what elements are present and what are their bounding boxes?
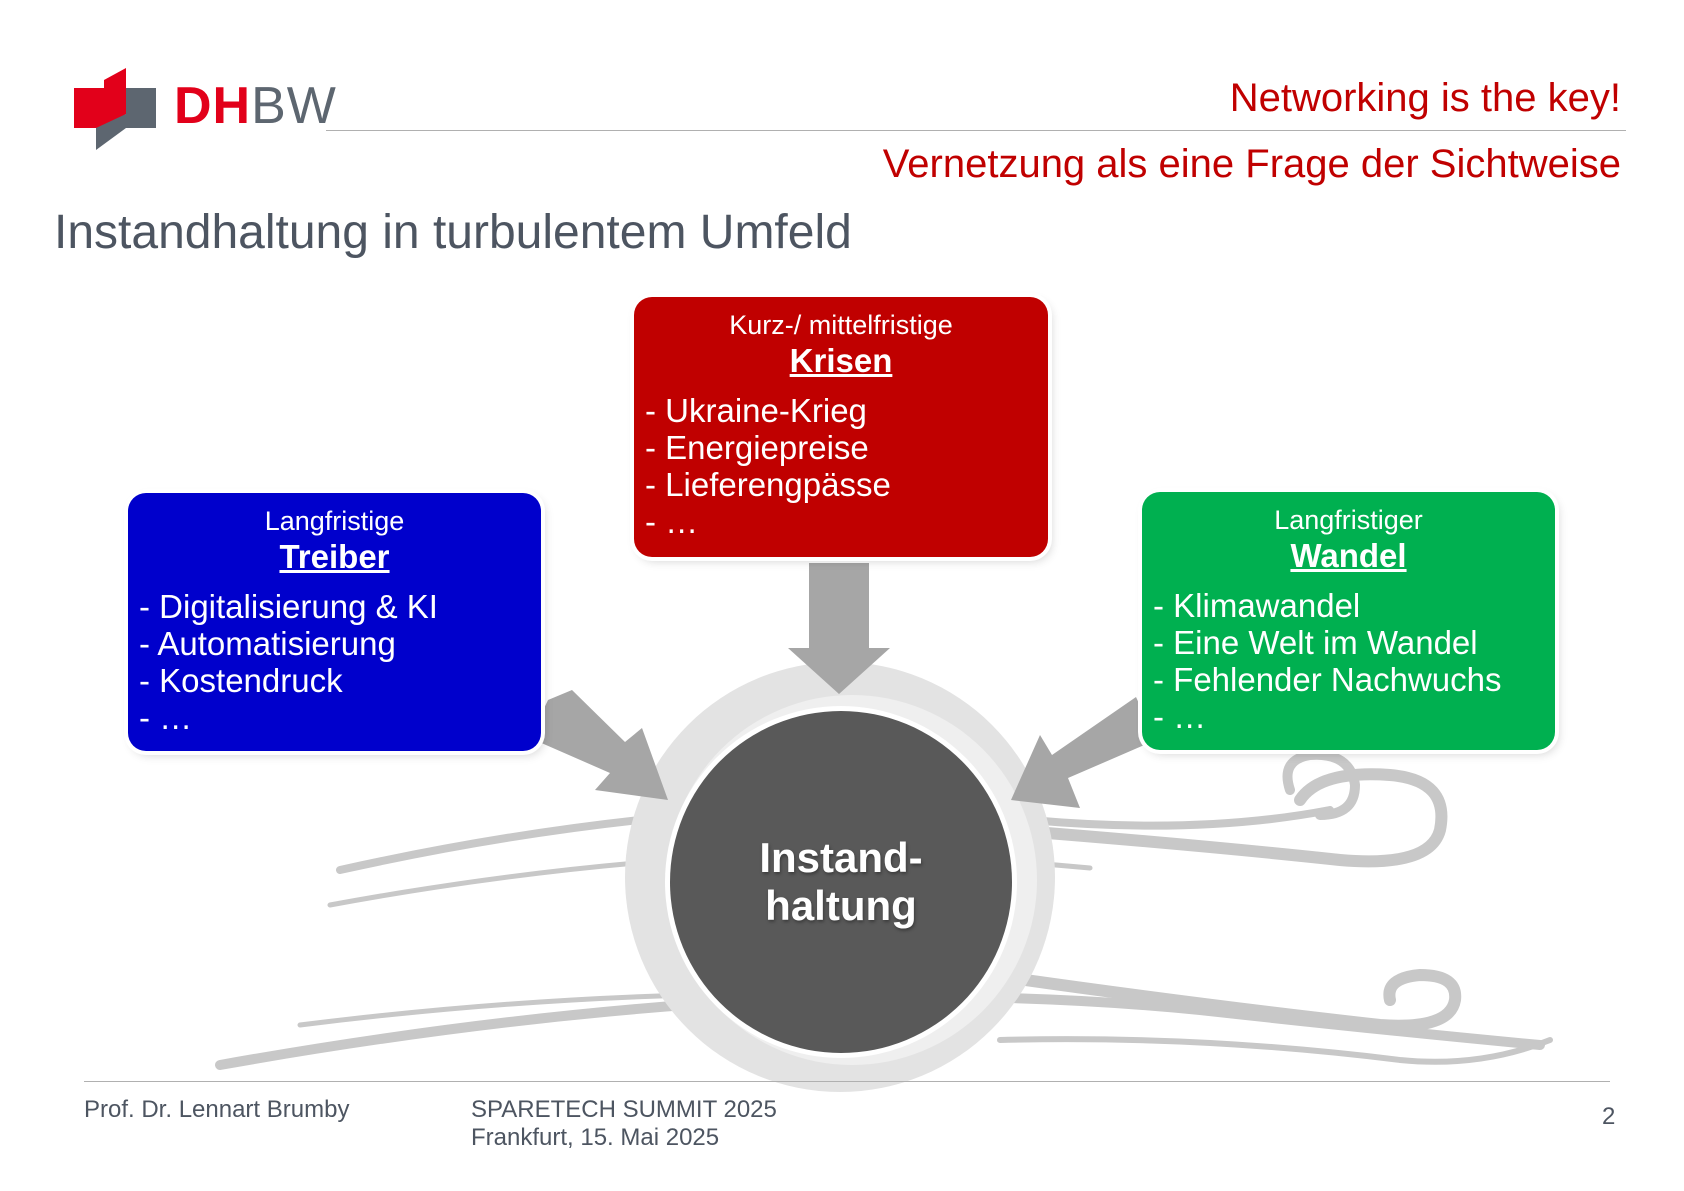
maintenance-circle: Instand- haltung (670, 711, 1012, 1053)
footer-date: Frankfurt, 15. Mai 2025 (471, 1124, 720, 1151)
footer-event: SPARETECH SUMMIT 2025 (471, 1096, 777, 1123)
crises-box: Kurz-/ mittelfristige Krisen - Ukraine-K… (634, 297, 1048, 557)
drivers-box: Langfristige Treiber - Digitalisierung &… (128, 493, 541, 751)
drivers-title: Treiber (279, 538, 390, 575)
change-kicker: Langfristiger (1274, 505, 1423, 535)
list-item: - … (645, 503, 699, 540)
change-list: - Klimawandel - Eine Welt im Wandel - Fe… (1142, 587, 1555, 735)
tagline: Networking is the key! (1229, 76, 1621, 120)
crises-kicker: Kurz-/ mittelfristige (729, 310, 953, 340)
footer-author: Prof. Dr. Lennart Brumby (84, 1096, 350, 1123)
crises-title: Krisen (789, 342, 893, 379)
logo-wordmark: DHBW (174, 77, 337, 135)
change-box: Langfristiger Wandel - Klimawandel - Ein… (1142, 492, 1555, 750)
change-title: Wandel (1290, 537, 1407, 574)
list-item: - Digitalisierung & KI (139, 588, 438, 625)
footer-divider (84, 1081, 1610, 1082)
arrow-right-down (530, 690, 668, 800)
logo-mark-icon (74, 68, 156, 150)
subtitle: Vernetzung als eine Frage der Sichtweise (882, 142, 1621, 186)
list-item: - Kostendruck (139, 662, 343, 699)
dhbw-logo: DHBW (74, 66, 337, 156)
slide-title: Instandhaltung in turbulentem Umfeld (54, 206, 852, 259)
list-item: - Klimawandel (1153, 587, 1361, 624)
drivers-list: - Digitalisierung & KI - Automatisierung… (128, 588, 541, 736)
crises-list: - Ukraine-Krieg - Energiepreise - Liefer… (634, 392, 1048, 540)
list-item: - Energiepreise (645, 429, 869, 466)
circle-label: Instand- haltung (759, 834, 923, 929)
list-item: - Automatisierung (139, 625, 396, 662)
header-divider (326, 130, 1626, 131)
page-number: 2 (1602, 1103, 1616, 1130)
list-item: - Lieferengpässe (645, 466, 891, 503)
swirl-curl (1282, 749, 1361, 820)
swirl-line (1004, 768, 1448, 868)
swirl-line (297, 992, 693, 1028)
swirl-line (997, 1036, 1553, 1065)
list-item: - Ukraine-Krieg (645, 392, 867, 429)
arrow-down (788, 563, 890, 694)
list-item: - … (1153, 698, 1207, 735)
list-item: - Eine Welt im Wandel (1153, 624, 1478, 661)
arrow-left-down (1011, 697, 1156, 808)
list-item: - … (139, 699, 193, 736)
swirl-line (984, 968, 1462, 1032)
list-item: - Fehlender Nachwuchs (1153, 661, 1502, 698)
drivers-kicker: Langfristige (264, 506, 405, 536)
